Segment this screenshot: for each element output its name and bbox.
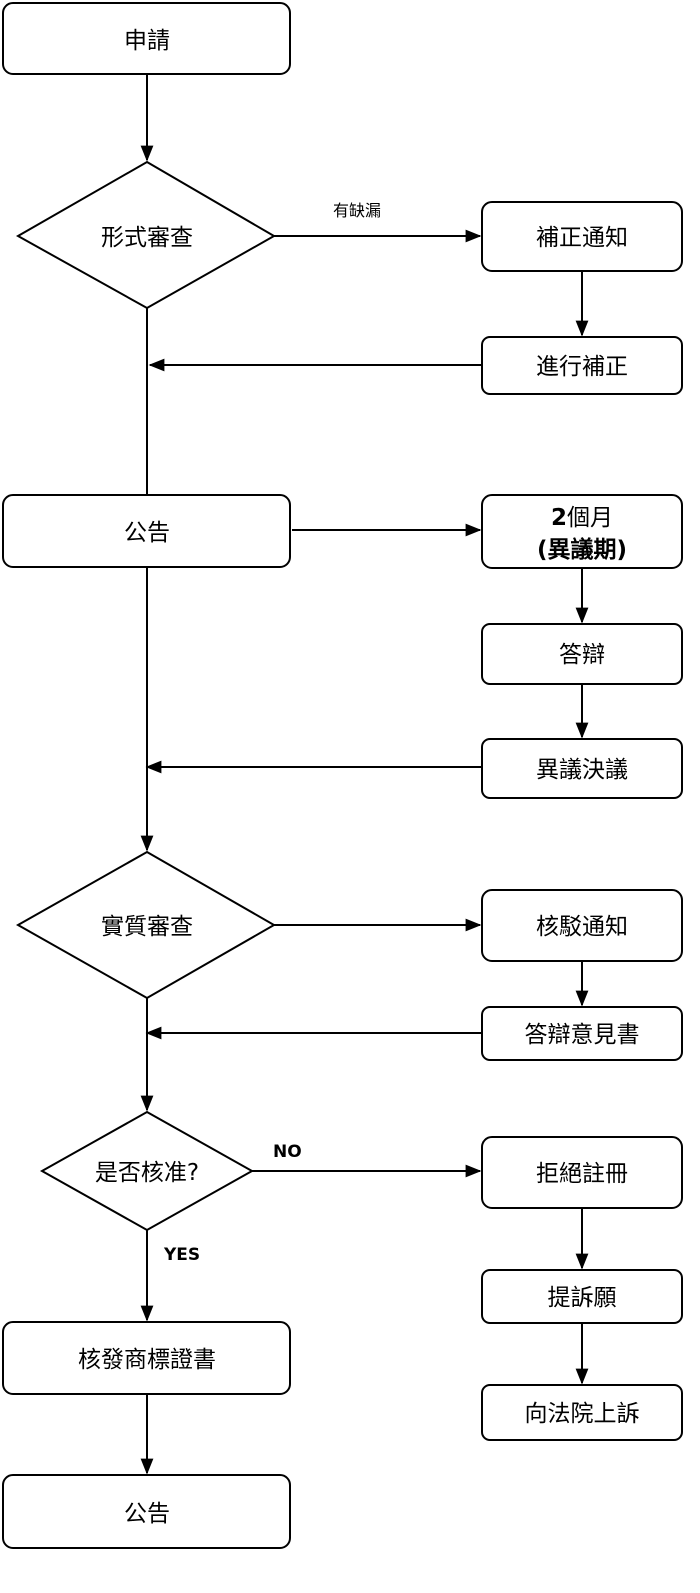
node-correction-notice-label: 補正通知 [536,225,628,251]
node-reject-registration-label: 拒絕註冊 [536,1161,628,1187]
node-opposition-decision: 異議決議 [481,738,683,799]
edge-label-yes: YES [163,1245,200,1265]
node-petition-label: 提訴願 [548,1285,617,1311]
node-approved-question-label: 是否核准? [95,1160,199,1186]
node-make-correction: 進行補正 [481,336,683,395]
node-issue-certificate: 核發商標證書 [2,1321,291,1395]
edge-label-deficiency: 有缺漏 [333,201,381,220]
node-defense-opinion: 答辯意見書 [481,1006,683,1061]
node-formal-review-label: 形式審查 [101,225,193,251]
node-opposition-period-line2: (異議期) [537,536,627,563]
node-publication-2: 公告 [2,1474,291,1549]
node-apply: 申請 [2,2,291,75]
node-opposition-period: 2個月 (異議期) [481,494,683,569]
node-publication-1: 公告 [2,494,291,568]
node-correction-notice: 補正通知 [481,201,683,272]
node-approved-question: 是否核准? [39,1110,255,1232]
node-defense: 答辯 [481,623,683,685]
node-apply-label: 申請 [124,28,170,54]
node-substantive-review-label: 實質審查 [101,914,193,940]
node-appeal-court: 向法院上訴 [481,1384,683,1441]
node-defense-label: 答辯 [559,642,605,668]
node-opposition-period-line1: 2個月 [551,505,613,531]
node-reject-registration: 拒絕註冊 [481,1136,683,1209]
node-issue-certificate-label: 核發商標證書 [78,1347,216,1373]
node-rejection-notice: 核駁通知 [481,889,683,962]
node-make-correction-label: 進行補正 [536,354,628,380]
node-substantive-review: 實質審查 [15,850,277,1000]
node-publication-1-label: 公告 [124,520,170,546]
edge-label-no: NO [273,1142,302,1162]
node-opposition-decision-label: 異議決議 [536,757,628,783]
connectors [140,74,589,1475]
node-appeal-court-label: 向法院上訴 [525,1401,640,1427]
node-defense-opinion-label: 答辯意見書 [525,1022,640,1048]
opposition-period-number: 2 [551,505,567,531]
node-rejection-notice-label: 核駁通知 [536,914,628,940]
node-formal-review: 形式審查 [15,160,277,310]
opposition-period-unit: 個月 [567,505,613,531]
node-petition: 提訴願 [481,1269,683,1324]
node-publication-2-label: 公告 [124,1501,170,1527]
